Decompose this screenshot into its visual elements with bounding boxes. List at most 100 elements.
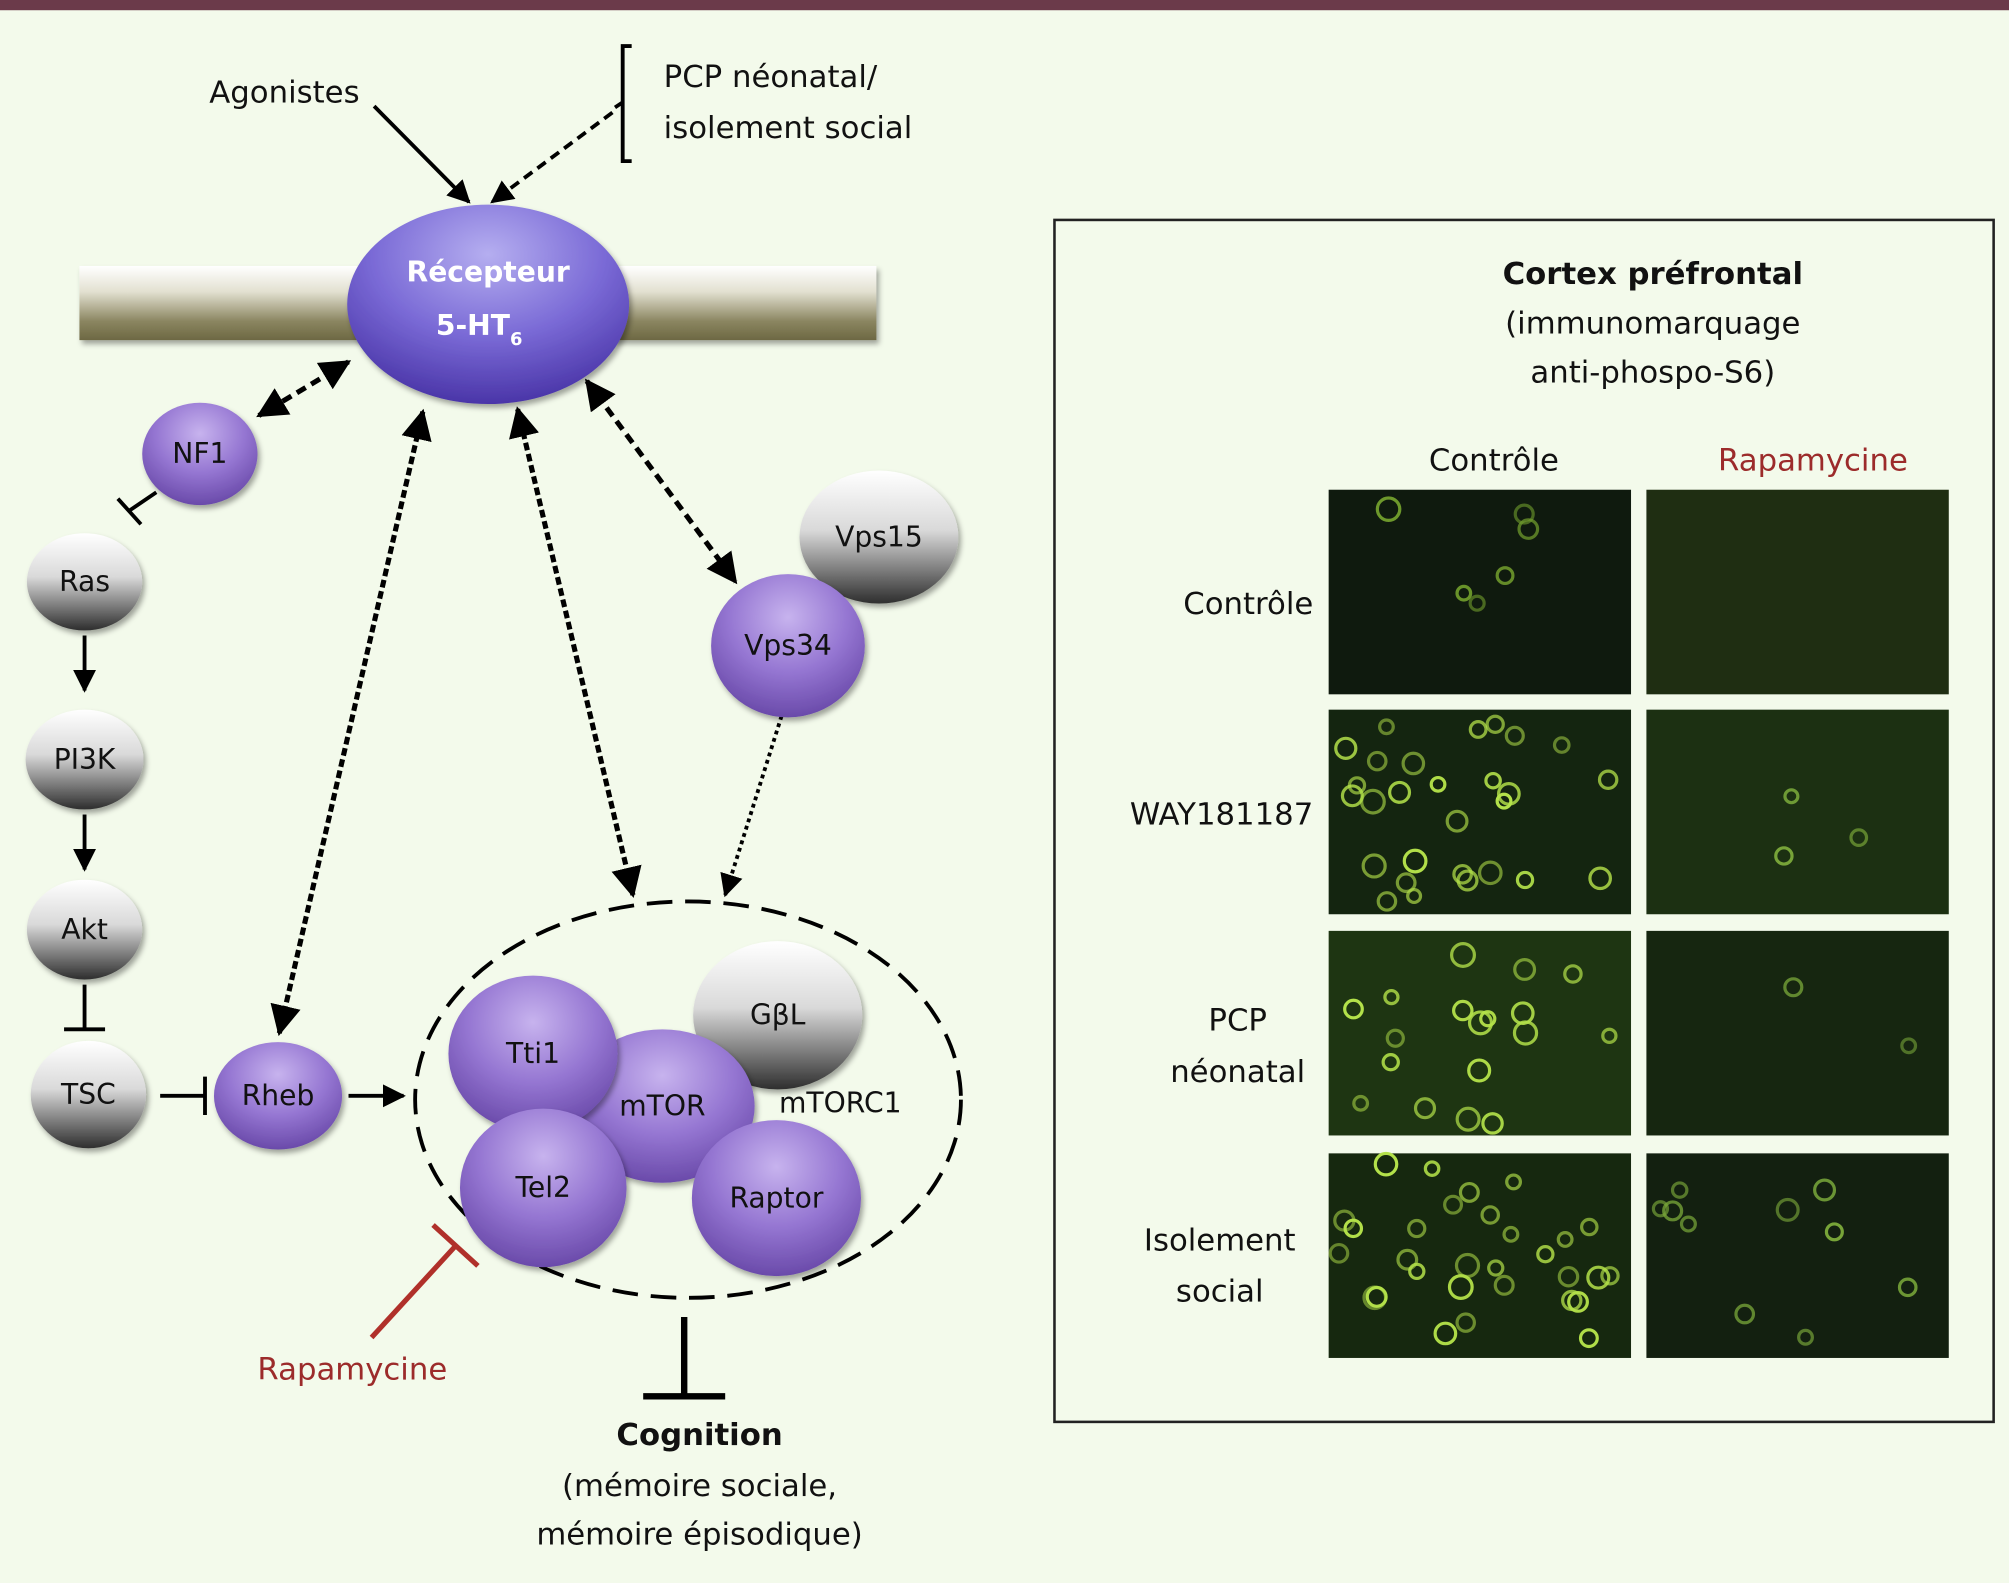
node-ras[interactable]: Ras — [26, 533, 143, 631]
node-ras-label: Ras — [59, 565, 110, 598]
top-bar — [0, 0, 2009, 11]
node-akt-label: Akt — [61, 913, 108, 946]
labeled-cell — [1378, 718, 1395, 736]
labeled-cell — [1455, 1106, 1481, 1132]
node-pi3k[interactable]: PI3K — [25, 709, 144, 810]
node-raptor[interactable]: Raptor — [691, 1120, 861, 1277]
labeled-cell — [1445, 809, 1469, 833]
labeled-cell — [1477, 860, 1503, 886]
labeled-cell — [1849, 828, 1869, 847]
labeled-cell — [1343, 998, 1364, 1020]
labeled-cell — [1468, 720, 1488, 739]
node-tel2[interactable]: Tel2 — [459, 1108, 627, 1268]
micrograph-2-1 — [1328, 709, 1632, 915]
labeled-cell — [1381, 1052, 1400, 1072]
labeled-cell — [1402, 848, 1428, 874]
receptor-5ht6[interactable]: Récepteur 5-HT6 — [347, 204, 630, 405]
labeled-cell — [1775, 1197, 1800, 1222]
node-tsc[interactable]: TSC — [30, 1040, 147, 1149]
receptor-mtorc1-arrow — [509, 406, 642, 899]
labeled-cell — [1467, 1058, 1492, 1083]
labeled-cell — [1510, 1001, 1535, 1026]
labeled-cell — [1383, 988, 1400, 1006]
labeled-cell — [1900, 1037, 1918, 1055]
labeled-cell — [1366, 750, 1388, 772]
node-tti1[interactable]: Tti1 — [448, 975, 618, 1132]
node-mtor[interactable]: mTOR — [570, 1029, 755, 1183]
node-vps34[interactable]: Vps34 — [711, 574, 865, 718]
labeled-cell — [1487, 1259, 1505, 1277]
labeled-cell — [1429, 775, 1447, 793]
labeled-cell — [1578, 1328, 1599, 1349]
node-gbl-label: GβL — [750, 999, 806, 1032]
labeled-cell — [1597, 769, 1619, 790]
nf1-inhibits-ras — [116, 490, 158, 526]
stress-label-line1: PCP néonatal/ — [664, 59, 878, 95]
labeled-cell — [1797, 1328, 1814, 1346]
node-akt[interactable]: Akt — [26, 879, 143, 980]
labeled-cell — [1376, 891, 1398, 912]
labeled-cell — [1662, 1200, 1684, 1222]
labeled-cell — [1455, 584, 1473, 602]
labeled-cell — [1774, 846, 1794, 866]
labeled-cell — [1340, 784, 1364, 808]
labeled-cell — [1588, 866, 1613, 891]
node-nf1-label: NF1 — [172, 437, 227, 470]
labeled-cell — [1504, 725, 1525, 746]
receptor-label-line1: Récepteur — [407, 255, 570, 288]
agonists-label: Agonistes — [209, 74, 359, 110]
row-label-way181187: WAY181187 — [1130, 797, 1313, 833]
receptor-subscript: 6 — [510, 329, 522, 350]
node-vps15[interactable]: Vps15 — [799, 470, 959, 604]
labeled-cell — [1413, 1097, 1437, 1120]
labeled-cell — [1458, 1181, 1480, 1203]
labeled-cell — [1567, 1290, 1589, 1313]
node-gbl[interactable]: GβL — [693, 941, 863, 1090]
micrograph-grid — [1328, 489, 1949, 1358]
labeled-cell — [1734, 1303, 1756, 1325]
labeled-cell — [1495, 566, 1515, 586]
column-header-control: Contrôle — [1429, 443, 1559, 479]
row-label-isolation-line2: social — [1176, 1274, 1264, 1310]
labeled-cell — [1536, 1245, 1555, 1264]
labeled-cell — [1513, 958, 1537, 981]
labeled-cell — [1493, 1274, 1515, 1296]
labeled-cell — [1423, 1160, 1441, 1177]
labeled-cell — [1679, 1215, 1697, 1233]
labeled-cell — [1361, 853, 1387, 879]
labeled-cell — [1580, 1217, 1599, 1237]
labeled-cell — [1600, 1266, 1620, 1286]
rapamycin-inhibition — [369, 1223, 480, 1340]
node-rheb[interactable]: Rheb — [213, 1042, 343, 1150]
node-pi3k-label: PI3K — [54, 743, 117, 776]
labeled-cell — [1447, 1274, 1474, 1300]
column-header-rapamycin: Rapamycine — [1718, 443, 1908, 479]
panel-frame — [1053, 218, 1995, 1424]
labeled-cell — [1563, 964, 1583, 984]
receptor-rheb-arrow — [270, 408, 432, 1037]
labeled-cell — [1495, 792, 1513, 810]
labeled-cell — [1651, 1200, 1670, 1218]
node-nf1[interactable]: NF1 — [142, 402, 258, 506]
labeled-cell — [1485, 714, 1505, 734]
rapamycin-label: Rapamycine — [257, 1352, 447, 1388]
labeled-cell — [1515, 870, 1535, 890]
panel-subtitle-line2: anti-phospo-S6) — [1530, 354, 1775, 390]
micrograph-1-1 — [1328, 489, 1632, 695]
micrograph-1-2 — [1646, 489, 1949, 695]
labeled-cell — [1813, 1178, 1837, 1202]
receptor-vps34-arrow — [584, 378, 738, 585]
mtorc1-complex-boundary[interactable] — [413, 899, 963, 1300]
labeled-cell — [1395, 872, 1417, 894]
labeled-cell — [1467, 1010, 1494, 1036]
labeled-cell — [1373, 1151, 1399, 1177]
micrograph-4-1 — [1328, 1151, 1632, 1358]
stress-arrow — [490, 110, 614, 204]
labeled-cell — [1433, 1321, 1458, 1346]
cognition-line2: mémoire épisodique) — [536, 1517, 862, 1553]
labeled-cell — [1385, 1028, 1405, 1048]
labeled-cell — [1352, 1094, 1370, 1112]
labeled-cell — [1406, 887, 1423, 905]
labeled-cell — [1513, 503, 1535, 525]
